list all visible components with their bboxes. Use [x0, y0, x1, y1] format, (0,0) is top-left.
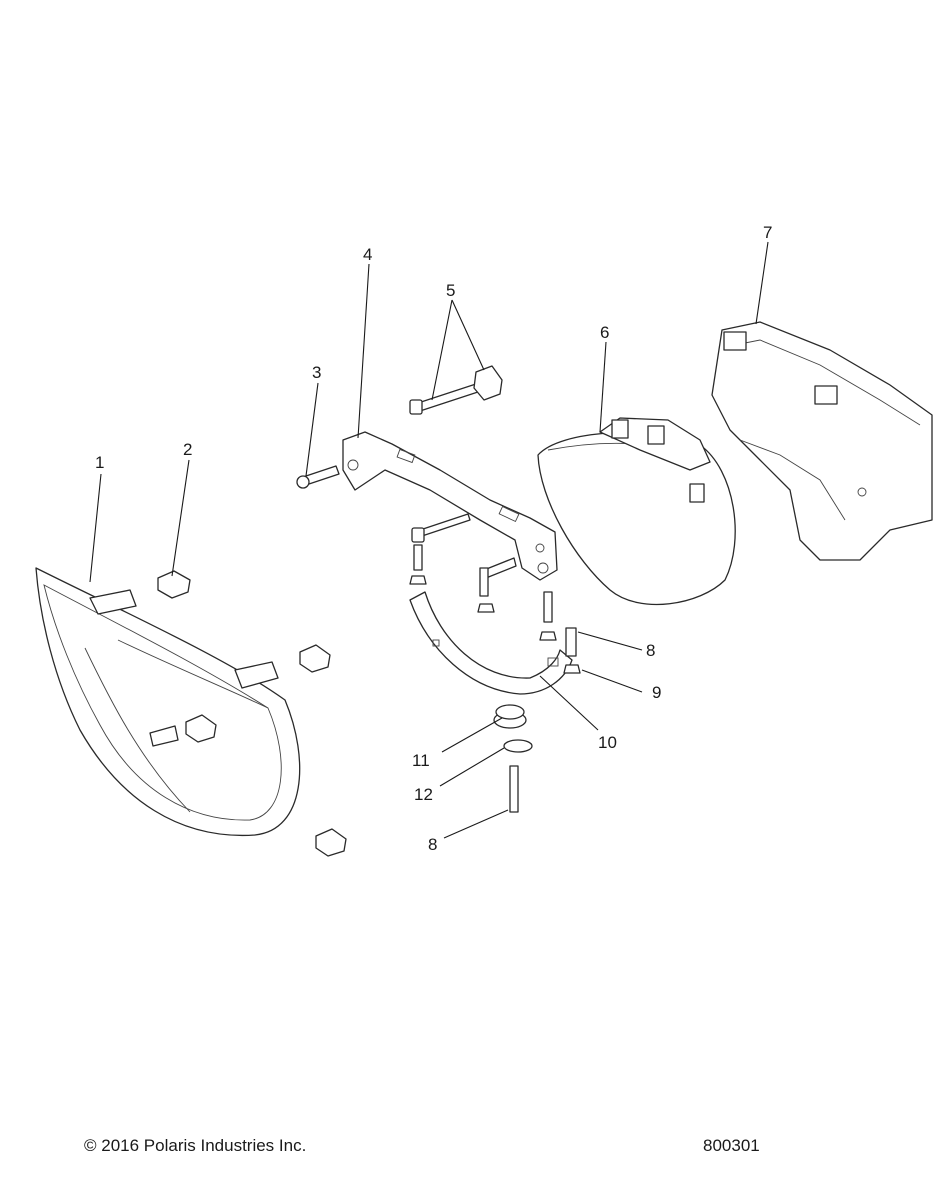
callout-2: 2 — [183, 440, 192, 459]
callout-9: 9 — [652, 683, 661, 702]
part-5-bolt-nut — [409, 365, 503, 415]
callout-10: 10 — [598, 733, 617, 752]
part-2-clips — [157, 570, 347, 857]
part-3-screw — [296, 465, 340, 489]
callout-1: 1 — [95, 453, 104, 472]
callout-8-upper: 8 — [646, 641, 655, 660]
callout-7: 7 — [763, 223, 772, 242]
callout-11: 11 — [412, 751, 430, 770]
drawing-number: 800301 — [703, 1136, 760, 1155]
callout-8-lower: 8 — [428, 835, 437, 854]
part-7-housing — [711, 321, 933, 561]
callout-6: 6 — [600, 323, 609, 342]
copyright-notice: © 2016 Polaris Industries Inc. — [84, 1136, 307, 1155]
hardware — [409, 513, 581, 813]
part-4-bracket — [342, 431, 558, 581]
part-6-headlight — [537, 417, 736, 606]
callout-4: 4 — [363, 245, 372, 264]
callouts: 1 2 3 4 5 6 7 8 9 10 11 12 8 — [95, 223, 772, 854]
part-1-bezel — [35, 567, 301, 837]
callout-3: 3 — [312, 363, 321, 382]
callout-5: 5 — [446, 281, 455, 300]
leader-lines — [89, 241, 769, 839]
callout-12: 12 — [414, 785, 433, 804]
